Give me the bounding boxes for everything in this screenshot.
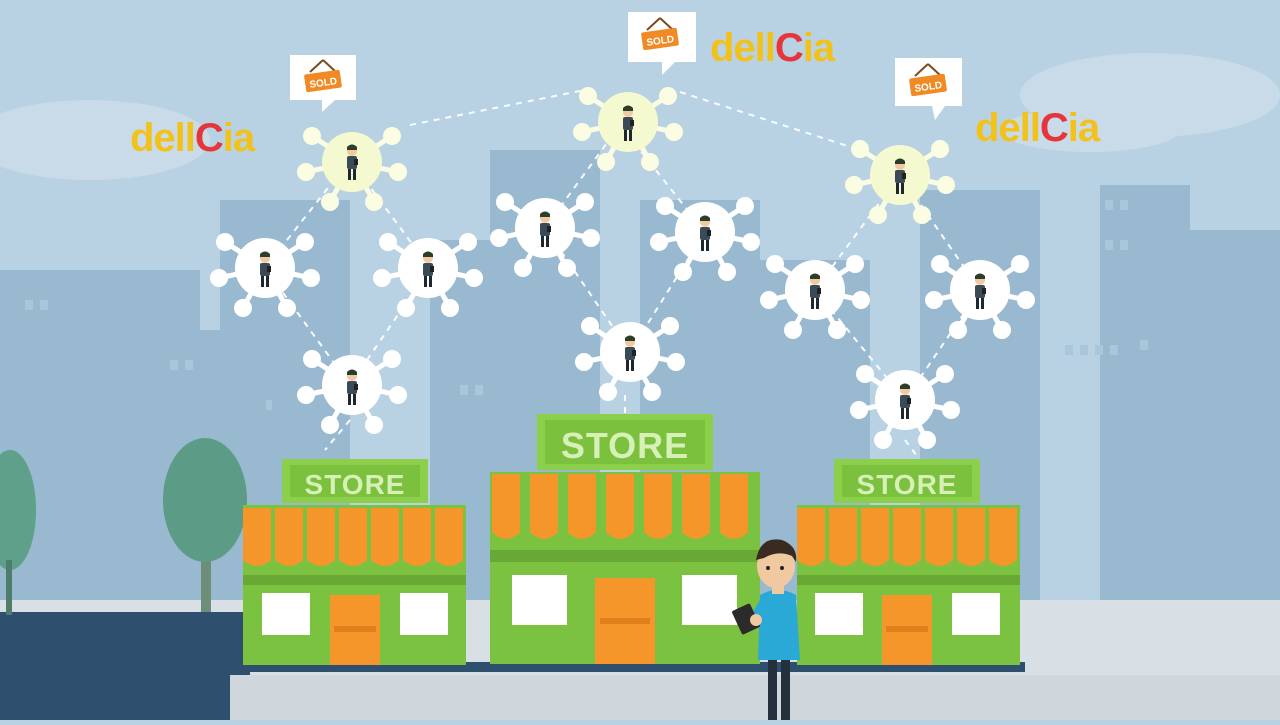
tree-middle: [163, 438, 247, 612]
store-sign-right: STORE: [857, 469, 958, 500]
store-sign-left: STORE: [305, 469, 406, 500]
sold-bubble-1: SOLD: [290, 55, 356, 112]
store-center: STORE: [490, 414, 760, 664]
brand-logo-left: dellCia: [130, 116, 255, 160]
sold-bubble-2: SOLD: [628, 12, 696, 75]
store-left: STORE: [243, 459, 466, 665]
brand-mark-icon: C: [774, 26, 804, 70]
sold-bubble-3: SOLD: [895, 58, 962, 120]
store-sign-center: STORE: [561, 425, 689, 466]
brand-mark-icon: C: [1039, 106, 1069, 150]
sold-label-2: SOLD: [646, 34, 675, 49]
store-base-line: [235, 662, 1025, 672]
sold-label-1: SOLD: [309, 76, 338, 91]
clouds: [0, 53, 1280, 180]
brand-mark-icon: C: [194, 116, 224, 160]
brand-logo-center: dellCia: [710, 26, 835, 70]
man-with-tablet: [732, 539, 800, 720]
tree-left: [0, 450, 36, 615]
brand-logo-right: dellCia: [975, 106, 1100, 150]
store-right: STORE: [797, 459, 1020, 665]
street: [0, 612, 250, 720]
sold-label-3: SOLD: [914, 80, 943, 95]
building-windows: [25, 200, 1148, 410]
